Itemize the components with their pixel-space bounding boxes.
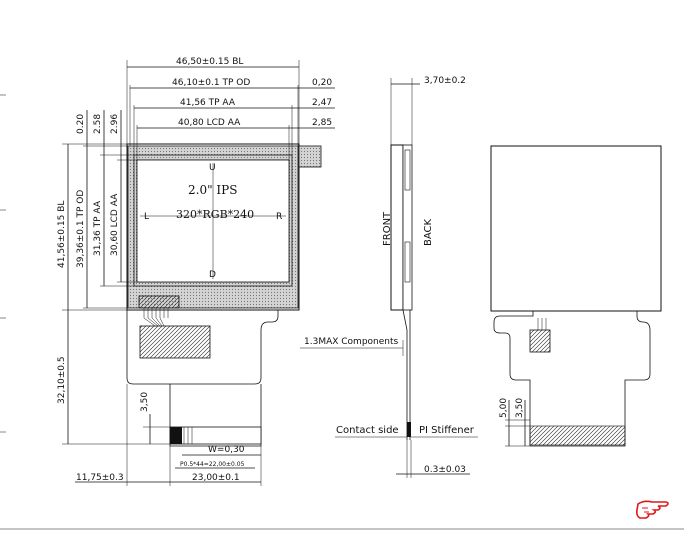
resolution-label: 320*RGB*240 [176, 208, 254, 221]
page-edge-ticks [0, 94, 684, 530]
side-backlight [402, 144, 413, 311]
back-dimensions: 5,00 3,50 [499, 398, 530, 447]
side-view: 3,70±0.2 FRONT BACK 1.3MAX Components Co… [300, 76, 478, 478]
dim-right-offset-1: 0,20 [312, 78, 332, 88]
dim-top-offset-3: 2.96 [110, 114, 120, 134]
contact-side-label: Contact side [336, 425, 399, 436]
dim-back-5: 5,00 [499, 398, 509, 418]
dim-bl-height: 41,56±0.15 BL [57, 201, 67, 268]
fpc-outline [126, 310, 279, 385]
dim-fpc-length: 32,10±0.5 [57, 356, 67, 404]
tp-active-area [133, 154, 293, 287]
side-component-1 [404, 149, 411, 191]
dim-contact-width: W=0,30 [208, 445, 245, 455]
mark-bottom: D [209, 270, 216, 280]
front-view: 2.0" IPS 320*RGB*240 U D L R [57, 57, 335, 486]
side-fpc [402, 309, 408, 440]
dim-back-3-5: 3,50 [515, 398, 525, 418]
dim-fpc-left-offset: 11,75±0.3 [76, 473, 124, 483]
fpc-traces [143, 308, 169, 327]
dim-top-offset-1: 0.20 [76, 114, 86, 134]
fpc-dimensions: 32,10±0.5 3,50 11,75±0.3 23,00±0.1 W=0,3… [57, 310, 262, 486]
dim-fpc-width: 23,00±0.1 [192, 473, 240, 483]
dim-right-offset-3: 2,85 [312, 118, 332, 128]
back-label: BACK [423, 218, 434, 246]
dim-pitch: P0.5*44=22,00±0.05 [180, 461, 245, 468]
stiffener-label: PI Stiffener [419, 425, 475, 436]
dim-lcd-aa-height: 30,60 LCD AA [110, 193, 120, 256]
fpc-tail [169, 384, 262, 447]
dim-lcd-aa-width: 40,80 LCD AA [178, 118, 241, 128]
screen-size-label: 2.0" IPS [188, 183, 237, 197]
mark-top: U [209, 163, 216, 173]
dim-tp-aa-height: 31,36 TP AA [93, 200, 103, 256]
dim-thickness: 3,70±0.2 [424, 76, 466, 86]
ic-chip [139, 325, 211, 359]
dim-bl-width: 46,50±0.15 BL [176, 57, 243, 67]
mark-left: L [144, 212, 149, 222]
width-dimensions: 46,50±0.15 BL 46,10±0.1 TP OD 41,56 TP A… [126, 57, 335, 160]
back-view: 5,00 3,50 [490, 145, 662, 447]
pointing-hand-icon [636, 500, 669, 519]
side-component-2 [404, 241, 411, 283]
back-contact-pads [529, 425, 626, 446]
components-label: 1.3MAX Components [304, 337, 399, 347]
dim-top-offset-2: 2.58 [93, 114, 103, 134]
side-tab [298, 145, 322, 168]
contact-pads [169, 426, 262, 445]
contact-pad-stiffener [170, 427, 182, 444]
back-ic [529, 329, 551, 353]
front-label: FRONT [382, 211, 393, 246]
dim-right-offset-2: 2,47 [312, 98, 332, 108]
back-module-body [490, 145, 662, 312]
fpc-bond-strip [138, 295, 180, 309]
dim-tp-od-height: 39,36±0.1 TP OD [76, 190, 86, 268]
dim-tp-od-width: 46,10±0.1 TP OD [172, 78, 250, 88]
height-dimensions: 41,56±0.15 BL 39,36±0.1 TP OD 31,36 TP A… [57, 110, 137, 311]
dim-fpc-offset: 3,50 [140, 392, 150, 412]
contact-pad-lines [183, 427, 193, 444]
side-stiffener [407, 422, 411, 437]
back-fpc-outline [493, 311, 651, 447]
dim-tp-aa-width: 41,56 TP AA [180, 98, 236, 108]
mark-right: R [276, 212, 282, 222]
dim-stiffener-thickness: 0.3±0.03 [424, 465, 466, 475]
